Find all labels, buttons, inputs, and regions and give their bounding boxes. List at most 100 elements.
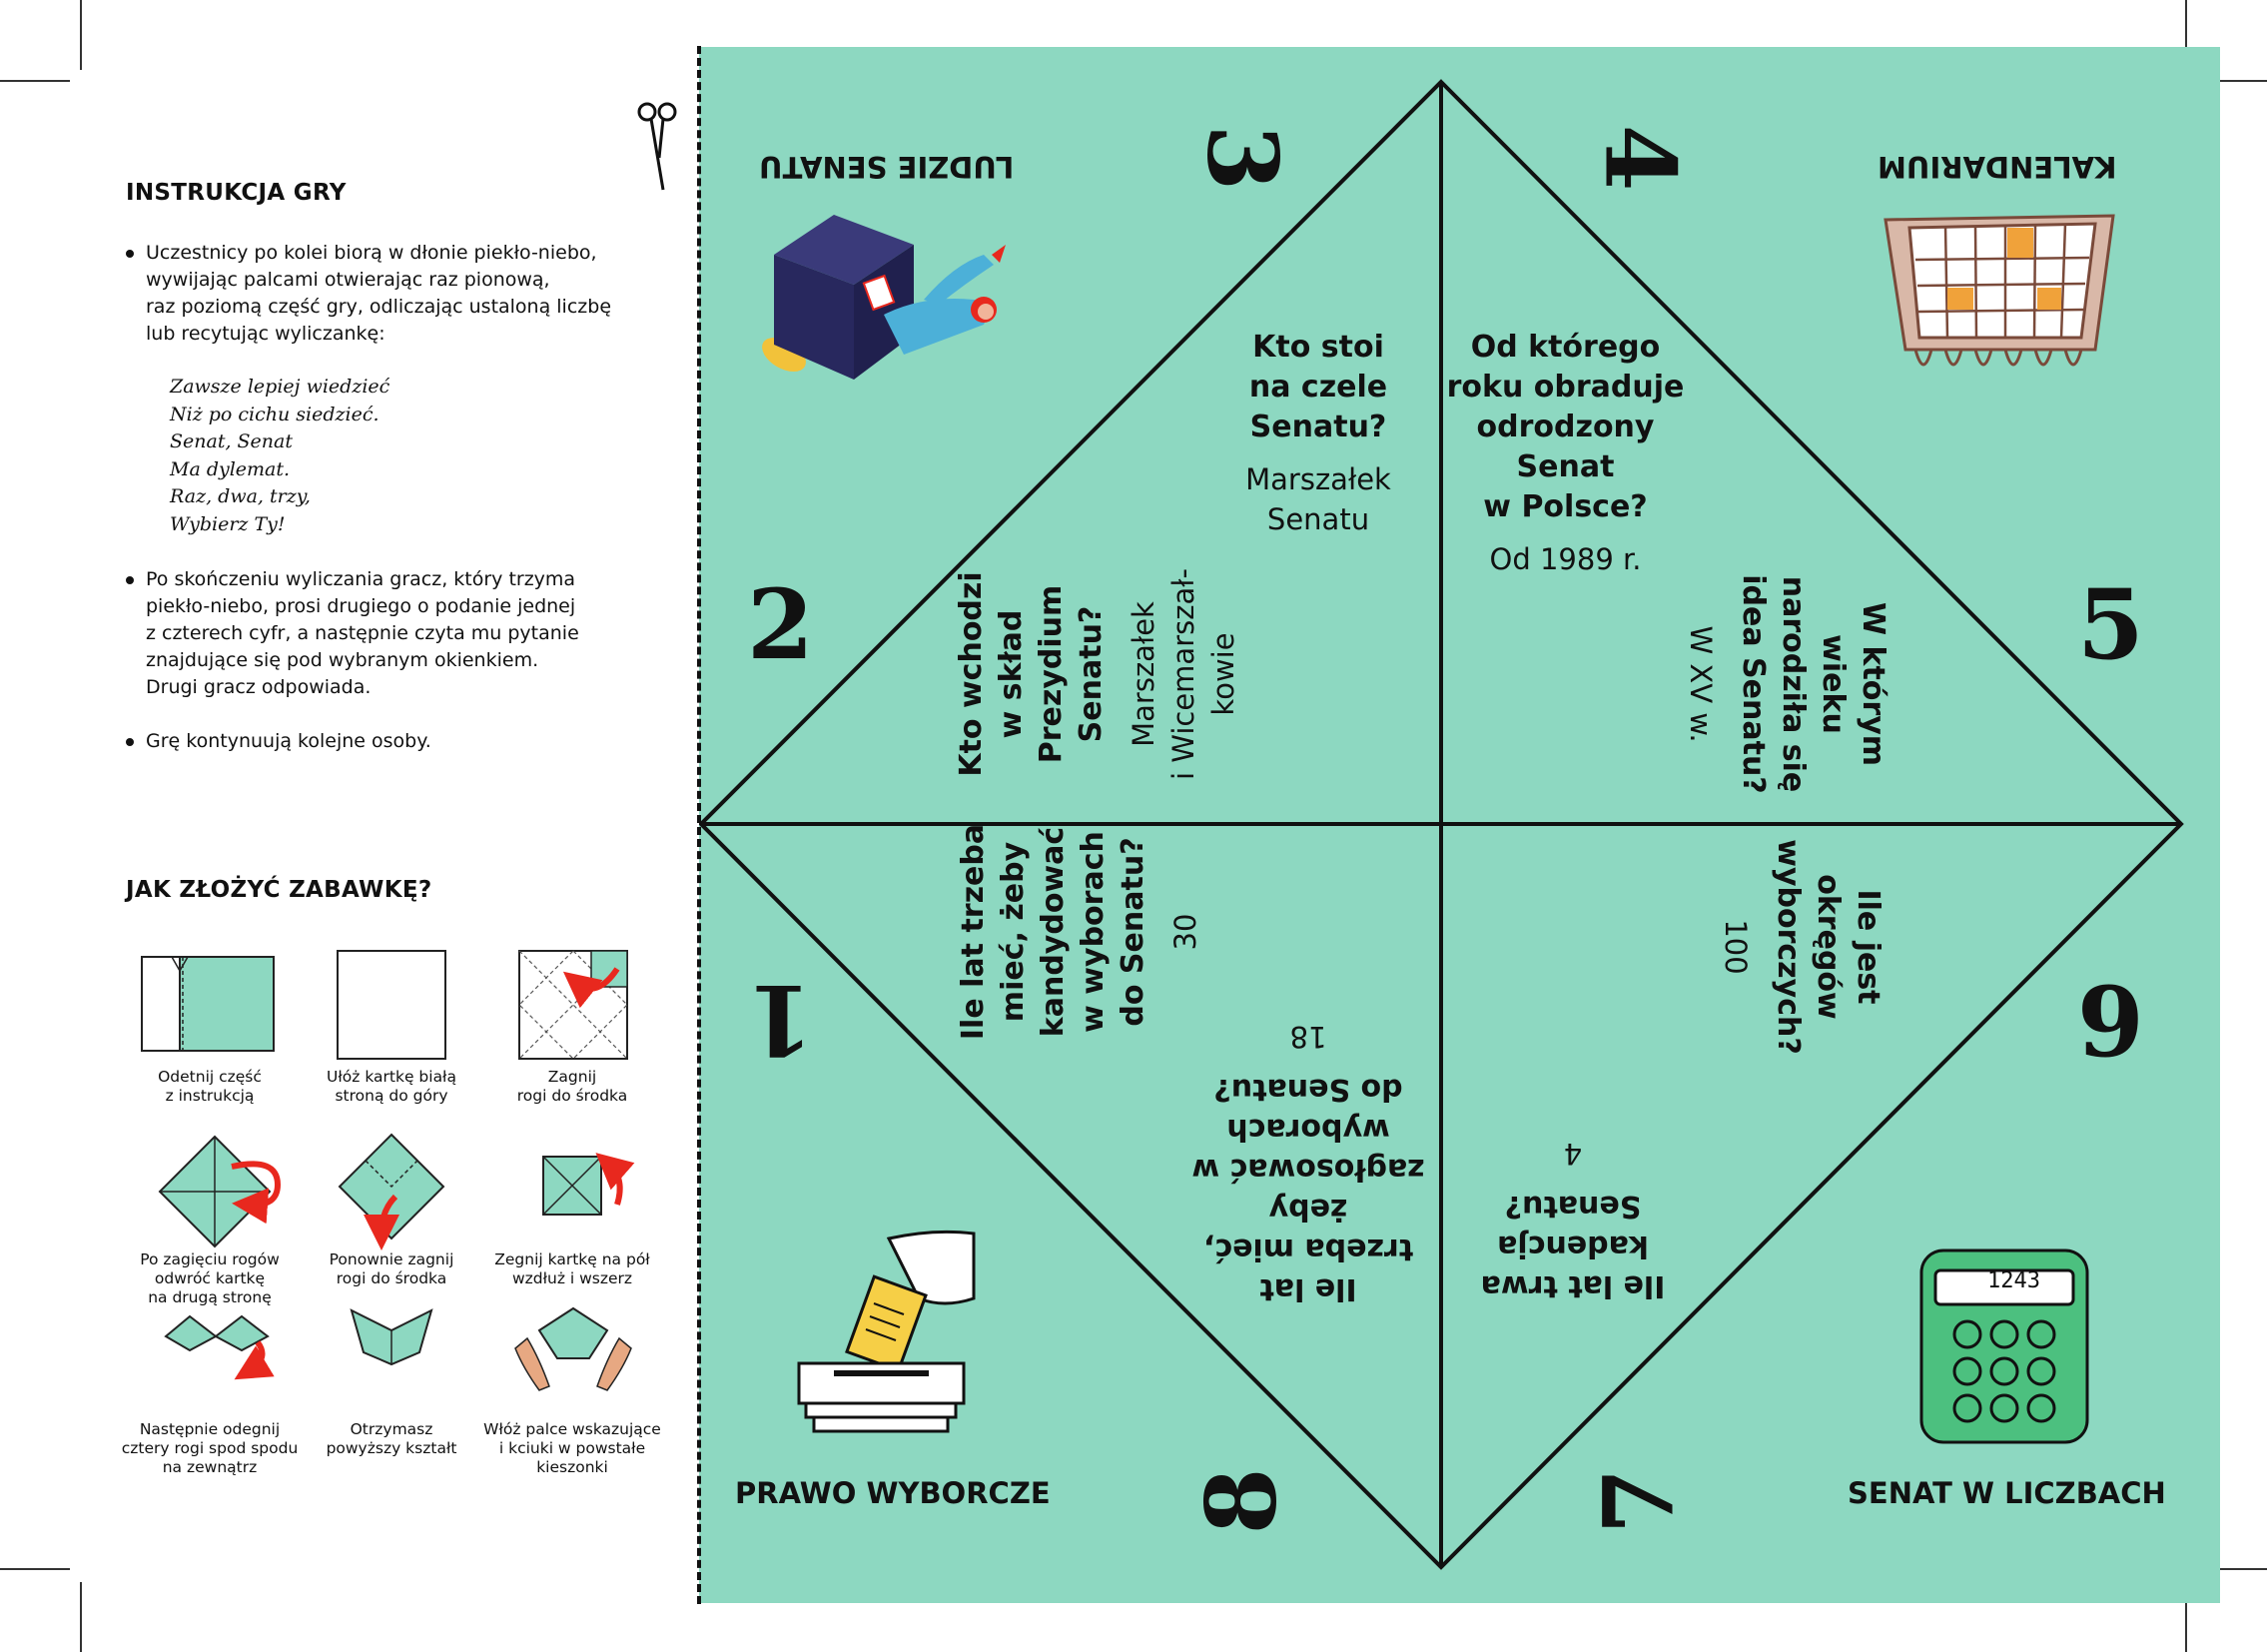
step-8-icon (350, 1308, 433, 1366)
instructions-title: INSTRUKCJA GRY (126, 180, 347, 206)
rhyme-line: Raz, dwa, trzy, (170, 485, 311, 507)
step-text: Następnie odegnij (139, 1420, 281, 1438)
step-text: cztery rogi spod spodu (121, 1439, 299, 1457)
line: Ile lat trwa (1480, 1268, 1666, 1303)
step-text: Włóż palce wskazujące (483, 1420, 661, 1438)
counting-rhyme: Zawsze lepiej wiedzieć Niż po cichu sied… (170, 374, 389, 538)
flap-number-3[interactable]: 3 (1185, 124, 1299, 192)
line: Od 1989 r. (1489, 542, 1642, 576)
step-4-icon (158, 1135, 282, 1248)
step-text: Po zagięciu rogów (140, 1250, 280, 1268)
line: Senatu? (1504, 1189, 1642, 1224)
step-text: Zagnij (547, 1068, 597, 1086)
text-line: Grę kontynuują kolejne osoby. (146, 730, 431, 752)
cut-line[interactable] (697, 46, 701, 1604)
answer-text: 4 (1438, 1134, 1708, 1174)
rhyme-line: Wybierz Ty! (170, 512, 286, 535)
crop-mark (2197, 1568, 2267, 1570)
step-text: stroną do góry (335, 1087, 448, 1105)
folding-diagrams (141, 950, 635, 1391)
ballot-box-person-icon (762, 215, 1006, 380)
line: mieć, żeby (996, 841, 1031, 1023)
ballot-vote-icon (797, 1230, 976, 1433)
question-7: Ile lat trwa kadencja Senatu? 4 (1438, 1134, 1708, 1305)
line: kadencja (1497, 1229, 1649, 1263)
corner-label-electoral-law: PRAWO WYBORCZE (735, 1476, 1051, 1510)
scissors-icon (637, 102, 677, 191)
line: wyborach (1226, 1112, 1390, 1147)
crop-mark (0, 1568, 70, 1570)
text-line: raz poziomą część gry, odliczając ustalo… (146, 296, 612, 318)
line: trzeba mieć, (1202, 1232, 1414, 1266)
text-line: piekło-niebo, prosi drugiego o podanie j… (146, 595, 576, 617)
corner-label-calendar: KALENDARIUM (1878, 150, 2117, 184)
text-line: znajdujące się pod wybranym okienkiem. (146, 649, 539, 671)
line: odrodzony (1476, 410, 1655, 444)
step-text: rogi do środka (516, 1087, 628, 1105)
line: kandydować (1036, 826, 1071, 1038)
line: w Polsce? (1483, 489, 1648, 524)
step-text: rogi do środka (336, 1269, 447, 1287)
crop-mark (2185, 1582, 2187, 1652)
step-text: z instrukcją (165, 1087, 255, 1105)
line: zagłosować w (1191, 1152, 1425, 1187)
step-text: i kciuki w powstałe (498, 1439, 646, 1457)
line: Ile lat (1259, 1271, 1357, 1306)
step-text: kieszonki (536, 1458, 608, 1476)
text-line: wywijając palcami otwierając raz pionową… (146, 269, 550, 291)
line: 100 (1719, 919, 1753, 975)
step-text: Ułóż kartkę białą (327, 1068, 456, 1086)
step-text: powyższy kształt (326, 1439, 457, 1457)
flap-number-4[interactable]: 4 (1583, 124, 1697, 192)
line: 4 (1563, 1137, 1583, 1171)
line: okręgów (1811, 874, 1846, 1020)
line: Senatu? (1249, 410, 1387, 444)
line: Marszałek (1245, 462, 1391, 496)
step-text: na drugą stronę (148, 1288, 272, 1306)
corner-label-people: LUDZIE SENATU (759, 150, 1015, 184)
step-2-icon (337, 950, 446, 1060)
flap-number-8[interactable]: 8 (1184, 1467, 1298, 1535)
bullet-dot (126, 250, 134, 258)
text-line: Drugi gracz odpowiada. (146, 676, 372, 698)
line: 18 (1289, 1020, 1327, 1054)
answer-text: Od 1989 r. (1423, 539, 1708, 579)
text-line: Po skończeniu wyliczania gracz, który tr… (146, 568, 576, 590)
line: na czele (1248, 370, 1388, 405)
line: Senat (1516, 449, 1615, 484)
rhyme-line: Senat, Senat (170, 430, 293, 452)
flap-number-2[interactable]: 2 (747, 568, 814, 681)
line: roku obraduje (1446, 370, 1685, 405)
flap-number-6[interactable]: 6 (2077, 963, 2144, 1076)
crop-mark (2185, 0, 2187, 70)
flap-number-1[interactable]: 1 (747, 963, 814, 1076)
instruction-bullet-2: Po skończeniu wyliczania gracz, który tr… (126, 566, 579, 701)
step-text: Odetnij część (158, 1068, 262, 1086)
rhyme-line: Zawsze lepiej wiedzieć (170, 376, 390, 398)
line: do Senatu? (1116, 837, 1150, 1027)
step-6-icon (542, 1153, 635, 1216)
flap-number-5[interactable]: 5 (2077, 568, 2144, 681)
corner-label-senate-numbers: SENAT W LICZBACH (1848, 1476, 2166, 1510)
flap-number-7[interactable]: 7 (1582, 1467, 1696, 1535)
question-text: Ile lat trwa kadencja Senatu? (1438, 1186, 1708, 1305)
step-text: Ponownie zagnij (329, 1250, 454, 1268)
step-5-icon (338, 1133, 445, 1250)
step-text: odwróć kartkę (154, 1269, 266, 1287)
step-1-icon (141, 956, 275, 1052)
